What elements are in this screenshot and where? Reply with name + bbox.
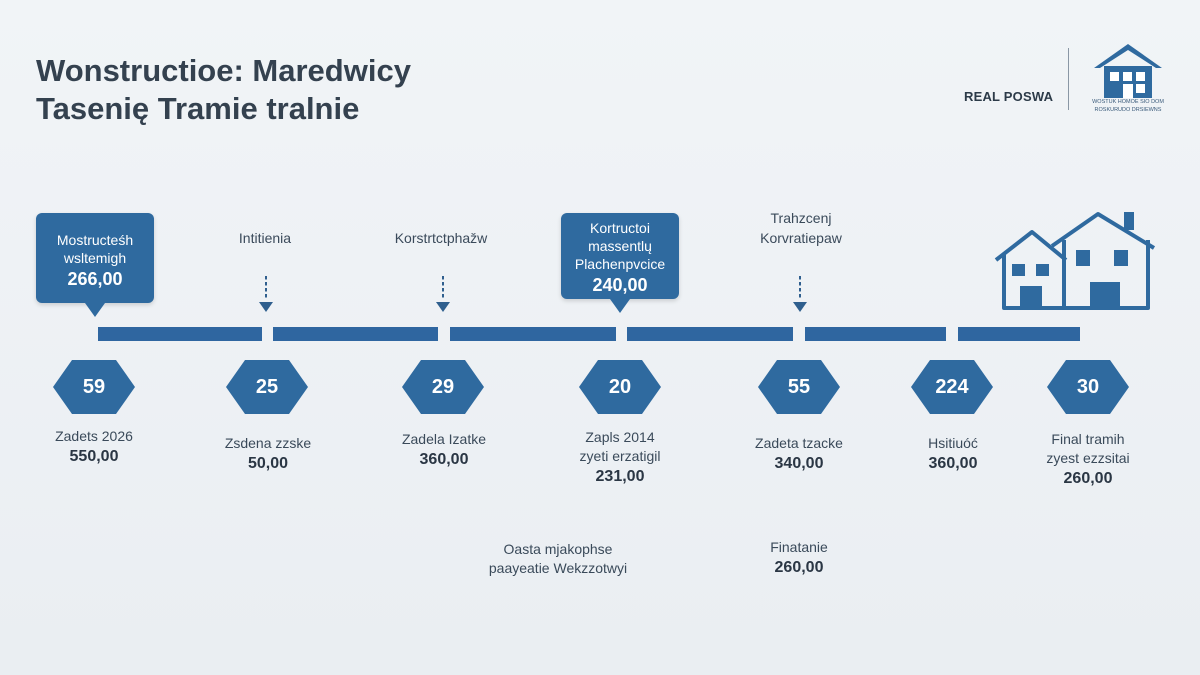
timeline-segment — [98, 327, 262, 341]
milestone-label: Zadela Izatke 360,00 — [354, 430, 534, 471]
milestone-text: Zadela Izatke — [401, 431, 487, 447]
milestone-node: 29 — [401, 359, 485, 415]
timeline-segment — [627, 327, 793, 341]
milestone-value: 340,00 — [774, 455, 824, 472]
bottom-note-text: paayeatie Wekzzotwyi — [488, 560, 628, 576]
timeline-segment — [273, 327, 438, 341]
arrow-down-icon — [259, 302, 273, 312]
milestone-number: 29 — [431, 376, 455, 398]
page-title-line-2: Tasenię Tramie tralnie — [36, 91, 360, 126]
milestone-number: 59 — [82, 376, 106, 398]
bottom-note: Oasta mjakophse paayeatie Wekzzotwyi — [428, 540, 688, 578]
milestone-text: Zadeta tzacke — [755, 435, 843, 451]
brand-subtitle-2: ROSKURUDO DRSIEWNS — [1094, 107, 1162, 113]
milestone-label: Zadeta tzacke 340,00 — [709, 434, 889, 475]
callout-text: Mostructeśh — [56, 232, 134, 248]
page-title-line-1: Wonstructioe: Maredwicy — [36, 53, 411, 88]
milestone-number: 30 — [1076, 376, 1100, 398]
milestone-text: Zapls 2014 — [585, 429, 655, 445]
milestone-value: 50,00 — [247, 455, 289, 472]
milestone-number: 25 — [255, 376, 279, 398]
milestone-node: 55 — [757, 359, 841, 415]
milestone-node: 20 — [578, 359, 662, 415]
phase-label: Intitienia — [238, 230, 292, 246]
callout-mid: Kortructoi massentlų Plachenpvcice 240,0… — [561, 213, 679, 313]
milestone-node: 59 — [52, 359, 136, 415]
bottom-note: Finatanie 260,00 — [709, 538, 889, 579]
phase-label-line: Trahzcenj — [770, 210, 832, 226]
brand-subtitle-1: WOSTUK HOMOE SIO DOM — [1092, 99, 1164, 105]
callout-value: 266,00 — [67, 269, 123, 289]
callout-text: wsltemigh — [63, 250, 127, 266]
milestone-text: Zsdena zzske — [224, 435, 312, 451]
milestone-label: Final tramih zyest ezzsitai 260,00 — [998, 430, 1178, 490]
brand-name: REAL POSWA — [964, 89, 1054, 104]
milestone-value: 360,00 — [419, 451, 469, 468]
milestone-number: 55 — [787, 376, 811, 398]
brand-divider — [1068, 48, 1069, 110]
milestone-label: Zadets 2026 550,00 — [4, 427, 184, 468]
milestone-text: zyest ezzsitai — [1046, 450, 1130, 466]
bottom-note-text: Oasta mjakophse — [503, 541, 613, 557]
callout-text: Kortructoi — [590, 220, 650, 236]
milestone-value: 360,00 — [928, 455, 978, 472]
phase-label: Trahzcenj Korvratiepaw — [701, 208, 901, 248]
houses-illustration-icon — [994, 212, 1156, 310]
bottom-note-value: 260,00 — [774, 559, 824, 576]
callout-text: Plachenpvcice — [574, 256, 666, 272]
milestone-label: Hsitiuóć 360,00 — [863, 434, 1043, 475]
house-logo-icon — [1094, 44, 1162, 98]
milestone-node: 224 — [910, 359, 994, 415]
timeline-segment — [450, 327, 616, 341]
arrow-down-icon — [436, 302, 450, 312]
callout-value: 240,00 — [592, 275, 648, 295]
arrow-down-icon — [799, 276, 801, 300]
milestone-text: Zadets 2026 — [55, 428, 133, 444]
milestone-label: Zsdena zzske 50,00 — [178, 434, 358, 475]
callout-text: massentlų — [588, 238, 652, 254]
milestone-number: 20 — [608, 376, 632, 398]
milestone-text: Hsitiuóć — [928, 435, 978, 451]
phase-label: Korstrtctphažw — [394, 230, 488, 246]
milestone-text: zyeti erzatigil — [579, 448, 661, 464]
page-title: Wonstructioe: Maredwicy Tasenię Tramie t… — [36, 52, 411, 128]
milestone-node: 30 — [1046, 359, 1130, 415]
milestone-value: 260,00 — [1063, 470, 1113, 487]
bottom-note-text: Finatanie — [770, 539, 828, 555]
milestone-node: 25 — [225, 359, 309, 415]
arrow-down-icon — [442, 276, 444, 300]
arrow-down-icon — [265, 276, 267, 300]
timeline-segment — [958, 327, 1080, 341]
phase-label-line: Korvratiepaw — [760, 230, 842, 246]
milestone-label: Zapls 2014 zyeti erzatigil 231,00 — [530, 428, 710, 488]
milestone-value: 550,00 — [69, 448, 119, 465]
milestone-value: 231,00 — [595, 468, 645, 485]
arrow-down-icon — [793, 302, 807, 312]
milestone-text: Final tramih — [1051, 431, 1125, 447]
timeline-segment — [805, 327, 946, 341]
milestone-number: 224 — [935, 376, 969, 398]
callout-start: Mostructeśh wsltemigh 266,00 — [36, 213, 154, 317]
